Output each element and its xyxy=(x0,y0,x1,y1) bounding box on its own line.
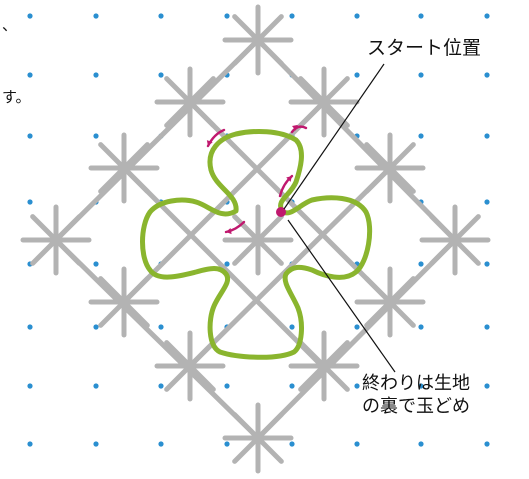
grid-dot xyxy=(27,72,33,78)
grid-dot xyxy=(289,13,295,19)
grid-dot xyxy=(484,199,490,205)
start-position-label: スタート位置 xyxy=(367,37,482,59)
grid-dot xyxy=(93,441,99,447)
finish-note-line-1: 終わりは生地 xyxy=(362,373,470,394)
star-stitch-arm xyxy=(232,412,284,464)
grid-dot xyxy=(484,72,490,78)
grid-dot xyxy=(354,441,360,447)
grid-dot xyxy=(93,324,99,330)
star-stitch-arm xyxy=(364,276,416,328)
grid-dot xyxy=(93,13,99,19)
direction-arrow xyxy=(278,174,294,198)
star-stitch-arm xyxy=(232,214,284,266)
grid-dot xyxy=(484,324,490,330)
grid-dot xyxy=(484,13,490,19)
grid-dot xyxy=(354,383,360,389)
grid-dot xyxy=(484,383,490,389)
star-stitch-arm xyxy=(298,340,350,392)
grid-dot xyxy=(418,133,424,139)
grid-dot xyxy=(93,383,99,389)
direction-arrow xyxy=(290,124,308,134)
grid-dot xyxy=(484,261,490,267)
grid-dot xyxy=(289,324,295,330)
star-stitch-arm xyxy=(164,340,216,392)
grid-dot xyxy=(418,441,424,447)
grid-dot xyxy=(418,261,424,267)
direction-arrow-head xyxy=(226,228,232,235)
grid-dot xyxy=(484,441,490,447)
lattice-line xyxy=(255,37,458,243)
star-stitches xyxy=(20,4,491,474)
star-stitch xyxy=(419,204,491,276)
grid-dot xyxy=(27,324,33,330)
grid-dot xyxy=(354,72,360,78)
cropped-text-fragment: 、 xyxy=(2,16,18,34)
grid-dot xyxy=(289,383,295,389)
star-stitch xyxy=(288,330,360,402)
star-stitch xyxy=(88,132,160,204)
star-stitch-arm xyxy=(232,14,284,66)
lattice-line xyxy=(53,237,261,441)
grid-dot xyxy=(27,13,33,19)
star-stitch xyxy=(354,266,426,338)
star-stitch xyxy=(88,266,160,338)
grid-dot xyxy=(93,133,99,139)
direction-arrows xyxy=(206,124,308,235)
grid-dot xyxy=(27,383,33,389)
grid-dot xyxy=(158,383,164,389)
leader-line-end xyxy=(287,219,396,373)
star-stitch xyxy=(222,4,294,76)
star-stitch xyxy=(154,66,226,138)
star-stitch xyxy=(20,204,92,276)
star-stitch xyxy=(354,132,426,204)
star-stitch-arm xyxy=(98,142,150,194)
grid-dot xyxy=(224,13,230,19)
finish-note-line-2: の裏で玉どめ xyxy=(362,396,470,418)
grid-dot xyxy=(224,383,230,389)
finish-note-label: 終わりは生地 の裏で玉どめ xyxy=(362,372,470,419)
cropped-text-fragment: す。 xyxy=(2,88,31,106)
grid-dot xyxy=(158,72,164,78)
start-point-marker xyxy=(276,207,286,217)
grid-dot xyxy=(93,261,99,267)
grid-dot xyxy=(27,199,33,205)
star-stitch xyxy=(154,330,226,402)
lattice-line xyxy=(121,165,325,369)
lattice-line xyxy=(255,237,458,441)
direction-arrow-shaft xyxy=(290,125,308,134)
star-stitch-arm xyxy=(164,76,216,128)
direction-arrow-head xyxy=(292,124,298,131)
star-stitch xyxy=(222,402,294,474)
direction-arrow-head xyxy=(206,140,213,146)
grid-dot xyxy=(289,441,295,447)
grid-dot xyxy=(418,324,424,330)
direction-arrow xyxy=(206,128,226,148)
leader-line-start xyxy=(283,63,385,210)
direction-arrow xyxy=(224,220,246,235)
grid-dot xyxy=(224,441,230,447)
direction-arrow-head xyxy=(286,176,292,182)
grid-dot xyxy=(158,13,164,19)
clover-outline xyxy=(140,129,373,360)
star-stitch-arm xyxy=(98,276,150,328)
grid-dot xyxy=(354,13,360,19)
star-stitch-arm xyxy=(429,214,481,266)
grid-dot xyxy=(224,261,230,267)
star-stitch-arm xyxy=(364,142,416,194)
grid-dot xyxy=(158,324,164,330)
grid-dot xyxy=(418,13,424,19)
grid-dot xyxy=(354,324,360,330)
star-stitch xyxy=(288,66,360,138)
grid-dot xyxy=(418,383,424,389)
grid-dot xyxy=(158,441,164,447)
lattice-line xyxy=(53,37,261,243)
grid-dot xyxy=(93,72,99,78)
grid-dot xyxy=(418,72,424,78)
grid-dot xyxy=(484,133,490,139)
grid-dot xyxy=(27,133,33,139)
star-stitch-arm xyxy=(298,76,350,128)
grid-dot xyxy=(27,441,33,447)
star-stitch-arm xyxy=(30,214,82,266)
